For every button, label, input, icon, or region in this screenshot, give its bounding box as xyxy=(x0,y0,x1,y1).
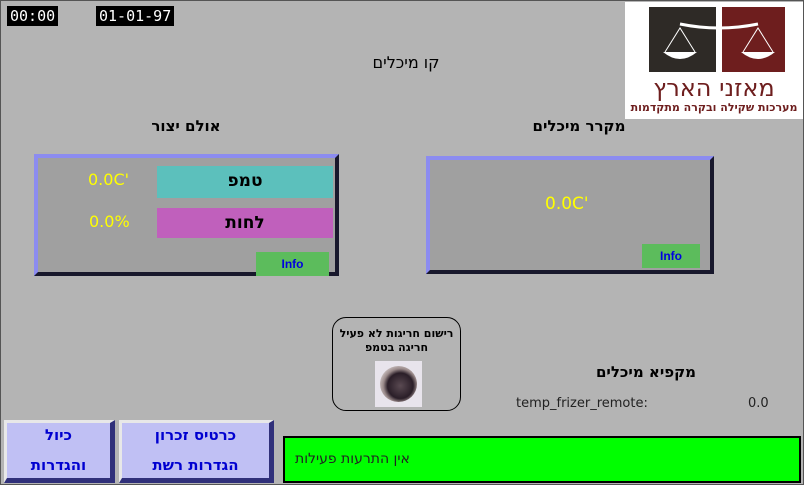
memory-card-label: כרטיס זכרון xyxy=(154,426,237,444)
alarm-logging-box[interactable]: רישום חריגות לא פעיל חריגה בטמפ xyxy=(332,317,461,411)
calibration-settings-button[interactable]: כיול והגדרות xyxy=(4,420,115,483)
cooler-info-button[interactable]: Info xyxy=(642,244,700,268)
memory-network-button[interactable]: כרטיס זכרון הגדרות רשת xyxy=(119,420,274,483)
time-display: 00:00 xyxy=(7,6,59,26)
alarm-status-text: אין התרעות פעילות xyxy=(295,451,410,467)
hall-humidity-value: 0.0% xyxy=(89,212,130,231)
production-hall-title: אולם יצור xyxy=(151,117,221,135)
calibration-label: כיול xyxy=(44,426,73,444)
scales-logo-icon xyxy=(649,5,785,73)
alarm-logging-status: רישום חריגות לא פעיל xyxy=(339,327,454,340)
cooler-temp-value: 0.0C' xyxy=(545,194,589,214)
freezer-tag-label: temp_frizer_remote: xyxy=(516,396,648,411)
date-display: 01-01-97 xyxy=(96,6,175,26)
tank-cooler-panel: 0.0C' Info xyxy=(426,156,714,274)
hall-info-button[interactable]: Info xyxy=(256,252,329,276)
alarm-status-bar: אין התרעות פעילות xyxy=(283,436,801,483)
production-hall-panel: 0.0C' טמפ 0.0% לחות Info xyxy=(34,154,339,276)
settings-label: והגדרות xyxy=(30,456,87,474)
tank-cooler-title: מקרר מיכלים xyxy=(532,117,626,135)
logo-tagline: מערכות שקילה ובקרה מתקדמות xyxy=(625,101,803,114)
company-logo: מאזני הארץ מערכות שקילה ובקרה מתקדמות xyxy=(625,2,803,119)
camera-lens-icon[interactable] xyxy=(375,361,422,407)
page-title: קו מיכלים xyxy=(372,53,440,72)
hall-temp-value: 0.0C' xyxy=(88,170,130,189)
alarm-temp-status: חריגה בטמפ xyxy=(364,341,429,354)
tank-freezer-title: מקפיא מיכלים xyxy=(595,363,697,381)
hall-humidity-label: לחות xyxy=(157,208,333,238)
logo-name: מאזני הארץ xyxy=(653,74,775,102)
freezer-value: 0.0 xyxy=(748,396,769,411)
hall-temp-label: טמפ xyxy=(157,166,333,198)
network-settings-label: הגדרות רשת xyxy=(152,456,239,474)
